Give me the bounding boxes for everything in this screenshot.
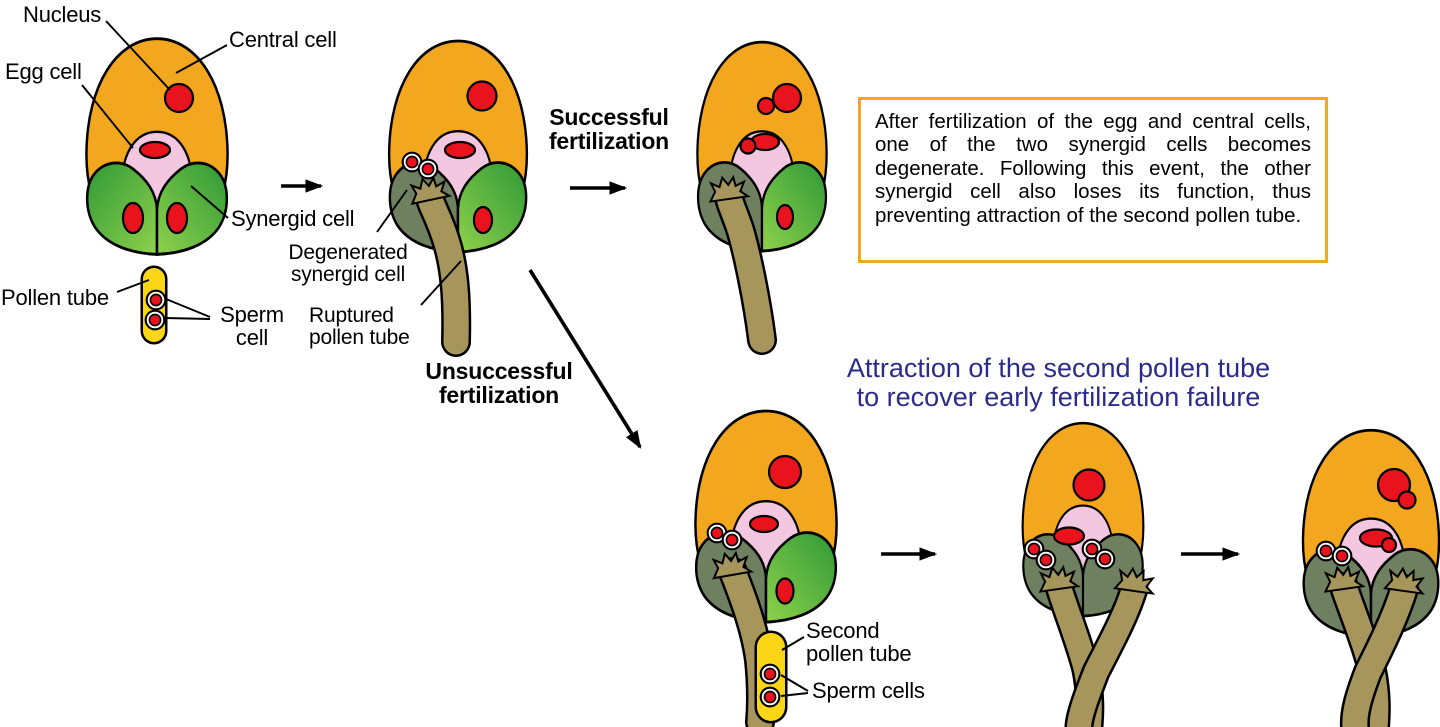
leader-egg-cell — [81, 84, 134, 149]
fusing-nucleus — [1380, 536, 1398, 554]
egg-cell-nucleus — [748, 514, 780, 534]
central-cell-nucleus — [767, 454, 803, 490]
leader-synergid-cell — [190, 185, 229, 219]
leader-second-pollen-tube — [781, 636, 805, 651]
leader-degenerated-synergid — [376, 189, 408, 233]
label-ruptured-pollen-tube: Ruptured pollen tube — [309, 304, 410, 349]
ovule-recovered-fertilization — [1301, 428, 1440, 727]
heading-successful-fertilization: Successful fertilization — [548, 104, 670, 154]
label-egg-cell: Egg cell — [5, 59, 82, 84]
info-box-text: After fertilization of the egg and centr… — [875, 110, 1311, 227]
central-cell-nucleus — [163, 82, 195, 114]
label-pollen-tube: Pollen tube — [1, 285, 109, 310]
label-second-pollen-tube: Second pollen tube — [806, 618, 912, 666]
info-box: After fertilization of the egg and centr… — [858, 97, 1328, 263]
sperm-cell — [759, 663, 781, 685]
label-sperm-cells: Sperm cells — [812, 678, 925, 703]
ovule-two-tubes-ruptured — [1021, 421, 1157, 727]
leader-sperm-cell — [165, 298, 211, 318]
leader-sperm-cell — [164, 317, 211, 320]
fusing-nucleus — [1397, 490, 1417, 510]
leader-pollen-tube — [116, 279, 150, 293]
ovule-second-tube-arriving — [694, 409, 838, 727]
synergid-nucleus — [775, 577, 795, 605]
sperm-cell — [759, 686, 781, 708]
sperm-cell — [1035, 549, 1057, 571]
sperm-cell — [145, 289, 167, 311]
synergid-nucleus — [121, 201, 145, 235]
leader-sperm-cells — [780, 692, 809, 697]
ovule-unfertilized — [85, 37, 229, 256]
heading-unsuccessful-fertilization: Unsuccessful fertilization — [425, 358, 573, 408]
leader-nucleus — [105, 20, 171, 91]
central-cell-nucleus — [466, 80, 498, 112]
egg-cell-nucleus — [1052, 526, 1086, 546]
synergid-nucleus — [472, 205, 494, 235]
sperm-cell — [1331, 545, 1353, 567]
fusing-nucleus — [739, 137, 757, 155]
central-cell-nucleus — [771, 82, 803, 114]
leader-central-cell — [175, 44, 228, 74]
sperm-cell — [144, 309, 166, 331]
egg-cell-nucleus — [443, 140, 477, 160]
leader-sperm-cells — [780, 674, 809, 692]
central-cell-nucleus — [1072, 468, 1106, 502]
fusing-nucleus — [756, 96, 776, 116]
sperm-cell — [1094, 548, 1116, 570]
heading-attraction-second-pollen-tube: Attraction of the second pollen tube to … — [846, 353, 1271, 412]
synergid-nucleus — [165, 201, 189, 235]
egg-cell-nucleus — [138, 140, 172, 160]
ovule-tube-arrived — [387, 39, 529, 357]
synergid-nucleus — [775, 203, 795, 231]
label-central-cell: Central cell — [229, 27, 337, 52]
sperm-cell — [721, 529, 743, 551]
ovule-fertilized — [696, 40, 828, 355]
arrow-unsuccessful-diagonal — [528, 269, 642, 449]
label-nucleus: Nucleus — [23, 2, 102, 27]
label-degenerated-synergid: Degenerated synergid cell — [288, 241, 408, 286]
label-synergid-cell: Synergid cell — [231, 206, 355, 231]
label-sperm-cell: Sperm cell — [220, 302, 284, 350]
leader-ruptured-tube — [420, 260, 462, 306]
pollen-tube — [140, 265, 168, 345]
sperm-cell — [417, 158, 439, 180]
